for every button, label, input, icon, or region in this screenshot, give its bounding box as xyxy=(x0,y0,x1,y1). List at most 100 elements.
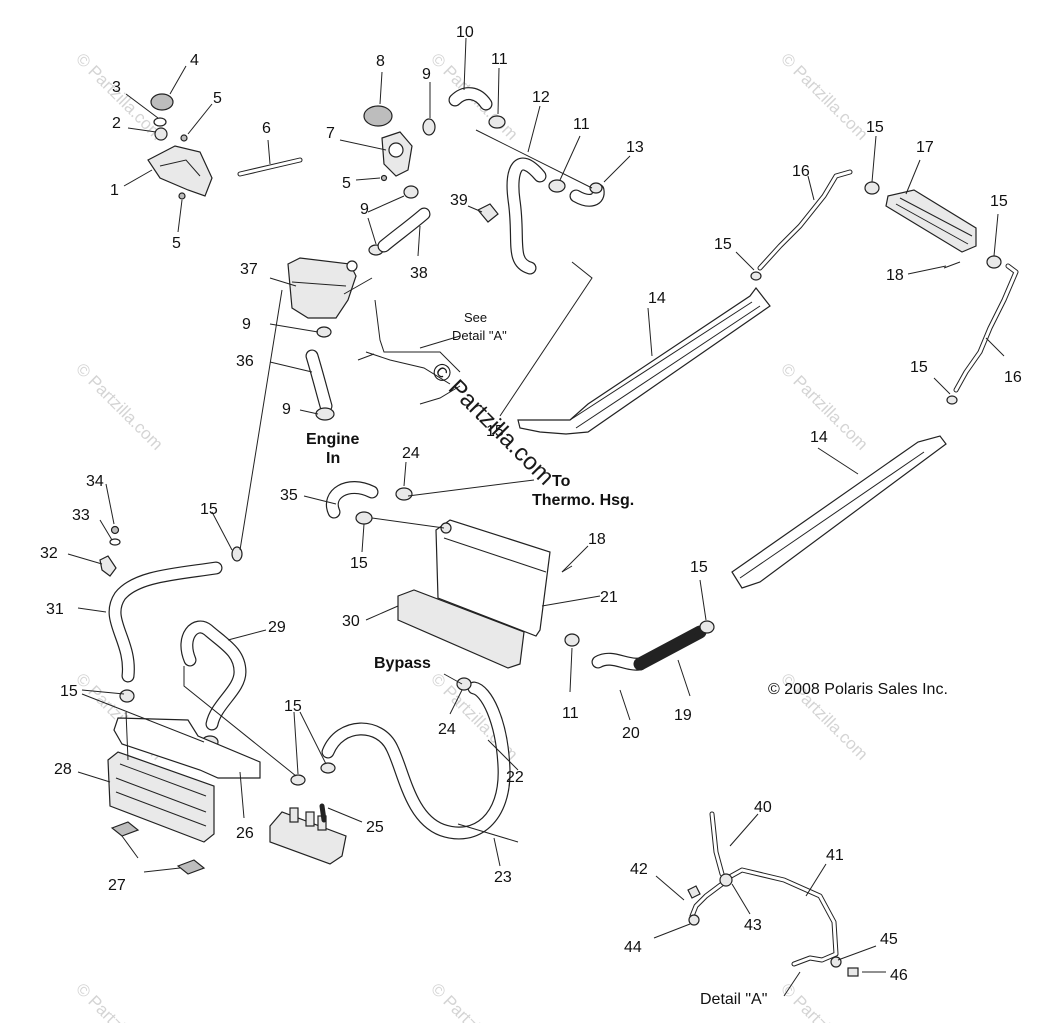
callout-15: 15 xyxy=(990,193,1008,210)
callout-38: 38 xyxy=(410,265,428,282)
callout-7: 7 xyxy=(326,125,335,142)
callout-35: 35 xyxy=(280,487,298,504)
callout-9: 9 xyxy=(360,201,369,218)
callout-45: 45 xyxy=(880,931,898,948)
callout-1: 1 xyxy=(110,182,119,199)
callout-14: 14 xyxy=(810,429,828,446)
clamp-part-15 xyxy=(699,620,715,634)
clamp-part-15 xyxy=(986,255,1002,269)
callout-29: 29 xyxy=(268,619,286,636)
callout-32: 32 xyxy=(40,545,58,562)
callout-41: 41 xyxy=(826,847,844,864)
copyright-label: © 2008 Polaris Sales Inc. xyxy=(768,681,948,698)
callout-24: 24 xyxy=(402,445,420,462)
callout-27: 27 xyxy=(108,877,126,894)
clamp-part-15 xyxy=(864,181,880,195)
shroud-part-21 xyxy=(435,519,551,637)
callout-15: 15 xyxy=(60,683,78,700)
callout-40: 40 xyxy=(754,799,772,816)
callout-46: 46 xyxy=(890,967,908,984)
to-thermo-label: Thermo. Hsg. xyxy=(532,492,634,509)
rail-part-14 xyxy=(517,287,771,435)
fitting-part-44 xyxy=(688,914,700,926)
callout-17: 17 xyxy=(916,139,934,156)
see-detail-label: Detail "A" xyxy=(452,328,507,343)
callout-11: 11 xyxy=(573,116,590,133)
engine-in-label: In xyxy=(326,450,340,467)
leader-lines xyxy=(67,37,1005,997)
callout-14: 14 xyxy=(648,290,666,307)
bypass-label: Bypass xyxy=(374,655,431,672)
fitting-part-5 xyxy=(178,192,186,200)
fitting-part-5 xyxy=(180,134,188,142)
callout-8: 8 xyxy=(376,53,385,70)
callout-43: 43 xyxy=(744,917,762,934)
tube-part-41 xyxy=(721,867,839,967)
callout-22: 22 xyxy=(506,769,524,786)
callout-18: 18 xyxy=(886,267,904,284)
callout-9: 9 xyxy=(422,66,431,83)
callout-11: 11 xyxy=(562,705,579,722)
bracket-part-26 xyxy=(113,717,261,779)
clamp-part-9 xyxy=(315,407,335,421)
clamp-part-15 xyxy=(320,762,336,774)
clamp-part-24 xyxy=(456,677,472,691)
screw-part-46 xyxy=(847,967,859,977)
watermark: © Partzilla.com xyxy=(777,979,871,1023)
callout-31: 31 xyxy=(46,601,64,618)
manifold-part-25 xyxy=(269,811,347,865)
callout-37: 37 xyxy=(240,261,258,278)
callout-15: 15 xyxy=(284,698,302,715)
callout-5: 5 xyxy=(213,90,222,107)
watermark: © Partzilla.com xyxy=(72,359,166,453)
callout-26: 26 xyxy=(236,825,254,842)
nut-part-34 xyxy=(110,525,120,535)
callout-13: 13 xyxy=(626,139,644,156)
watermark: © Partzilla.com xyxy=(72,979,166,1023)
bracket-part-1 xyxy=(147,145,213,197)
callout-33: 33 xyxy=(72,507,90,524)
clamp-part-15 xyxy=(355,511,373,525)
callout-42: 42 xyxy=(630,861,648,878)
clip-part-32 xyxy=(99,555,117,577)
clamp-part-15 xyxy=(750,271,762,281)
callout-15: 15 xyxy=(486,423,504,440)
callout-2: 2 xyxy=(112,115,121,132)
callout-18: 18 xyxy=(588,531,606,548)
hose-part-19 xyxy=(633,625,707,671)
callout-15: 15 xyxy=(350,555,368,572)
callout-numbers: 4 3 5 2 1 5 6 8 7 5 9 9 10 11 12 11 13 3… xyxy=(40,24,1022,984)
callout-39: 39 xyxy=(450,192,468,209)
tie-part-23 xyxy=(457,823,519,843)
callout-3: 3 xyxy=(112,79,121,96)
callout-5: 5 xyxy=(172,235,181,252)
callout-25: 25 xyxy=(366,819,384,836)
callout-15: 15 xyxy=(714,236,732,253)
callout-15: 15 xyxy=(690,559,708,576)
cap-part-4 xyxy=(150,93,174,111)
callout-23: 23 xyxy=(494,869,512,886)
watermark: © Partzilla.com xyxy=(427,979,521,1023)
clamp-part-15 xyxy=(119,689,135,703)
callout-28: 28 xyxy=(54,761,72,778)
gasket-part-3 xyxy=(153,117,167,127)
callout-12: 12 xyxy=(532,89,550,106)
clamp-part-11 xyxy=(488,115,506,129)
clamp-part-11 xyxy=(564,633,580,647)
callout-6: 6 xyxy=(262,120,271,137)
elbow-part-43 xyxy=(719,873,733,887)
callout-44: 44 xyxy=(624,939,642,956)
callout-19: 19 xyxy=(674,707,692,724)
callout-21: 21 xyxy=(600,589,618,606)
callout-5: 5 xyxy=(342,175,351,192)
callout-15: 15 xyxy=(866,119,884,136)
tank-part-37 xyxy=(287,257,357,319)
callout-24: 24 xyxy=(438,721,456,738)
callout-4: 4 xyxy=(190,52,199,69)
callout-36: 36 xyxy=(236,353,254,370)
neck-part-2 xyxy=(154,127,168,141)
callout-9: 9 xyxy=(242,316,251,333)
callout-15: 15 xyxy=(910,359,928,376)
